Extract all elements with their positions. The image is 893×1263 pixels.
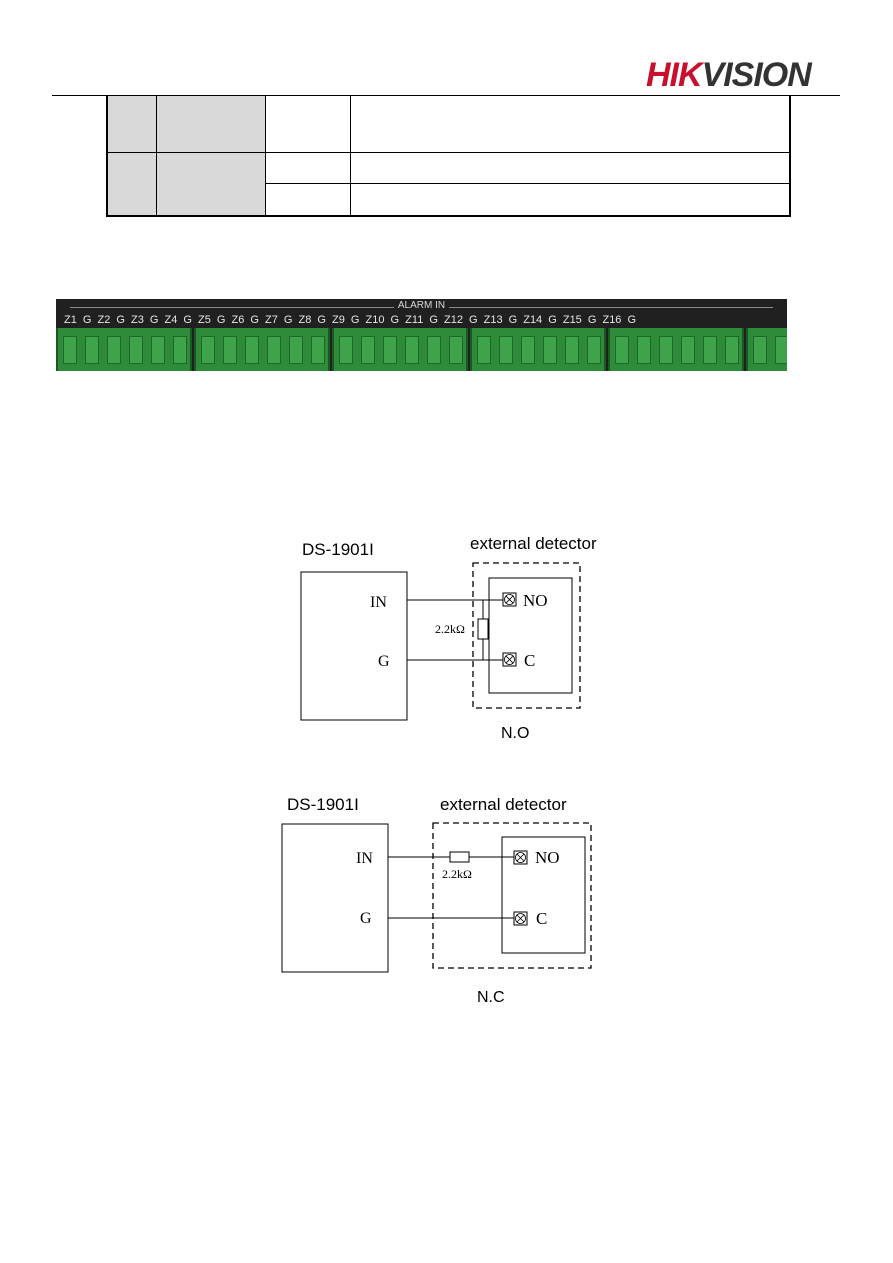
terminal-screw-slot — [85, 336, 99, 364]
resistor-symbol — [477, 618, 489, 640]
diagram-caption: N.C — [477, 989, 505, 1006]
in-label: IN — [370, 594, 387, 611]
no-label: NO — [523, 591, 548, 610]
c-label: C — [524, 651, 535, 670]
resistor-label: 2.2kΩ — [435, 622, 465, 636]
terminal-block — [470, 328, 606, 371]
terminal-block — [56, 328, 192, 371]
terminal-screw-slot — [63, 336, 77, 364]
c-terminal-icon — [502, 652, 517, 667]
no-terminal-icon — [502, 592, 517, 607]
device-box — [281, 823, 389, 973]
terminal-block — [608, 328, 744, 371]
resistor-symbol — [449, 851, 470, 863]
terminal-screw-slot — [477, 336, 491, 364]
terminal-screw-slot — [725, 336, 739, 364]
terminal-screw-slot — [659, 336, 673, 364]
table-cell — [265, 95, 351, 153]
in-label: IN — [356, 850, 373, 867]
terminal-screw-slot — [151, 336, 165, 364]
table-cell — [350, 152, 791, 184]
c-label: C — [536, 909, 547, 928]
detector-dashed-boundary — [472, 562, 581, 709]
table-cell — [106, 95, 157, 153]
terminal-screw-slot — [311, 336, 325, 364]
no-terminal-icon — [513, 850, 528, 865]
diagram-caption: N.O — [501, 725, 529, 742]
resistor-label: 2.2kΩ — [442, 867, 472, 881]
terminal-screw-slot — [383, 336, 397, 364]
terminal-screw-slot — [753, 336, 767, 364]
terminal-block — [746, 328, 787, 371]
terminal-screw-slot — [405, 336, 419, 364]
hikvision-logo: HIKVISION — [646, 56, 812, 94]
terminal-screw-slot — [427, 336, 441, 364]
terminal-screw-slot — [173, 336, 187, 364]
table-cell — [156, 95, 266, 153]
table-cell — [265, 152, 351, 184]
logo-part-hik: HIK — [646, 56, 703, 94]
terminal-labels: Z1 G Z2 G Z3 G Z4 G Z5 G Z6 G Z7 G Z8 G … — [64, 314, 637, 326]
g-label: G — [360, 910, 372, 927]
device-label: DS-1901I — [302, 540, 374, 559]
table-row — [106, 95, 791, 153]
terminal-screw-slot — [267, 336, 281, 364]
logo-part-vision: VISION — [701, 56, 812, 94]
terminal-title: ALARM IN — [56, 300, 787, 311]
terminal-screw-slot — [703, 336, 717, 364]
terminal-screw-slot — [543, 336, 557, 364]
spec-table — [106, 95, 791, 217]
terminal-screw-slot — [449, 336, 463, 364]
terminal-block — [332, 328, 468, 371]
terminal-screw-slot — [223, 336, 237, 364]
device-box — [300, 571, 408, 721]
table-row — [106, 152, 791, 216]
terminal-screw-slot — [499, 336, 513, 364]
terminal-block — [194, 328, 330, 371]
terminal-screw-slot — [681, 336, 695, 364]
terminal-screw-slot — [107, 336, 121, 364]
detector-dashed-boundary — [432, 822, 592, 969]
table-cell — [350, 183, 791, 216]
terminal-screw-slot — [521, 336, 535, 364]
device-label: DS-1901I — [287, 795, 359, 814]
c-terminal-icon — [513, 911, 528, 926]
table-cell — [265, 183, 351, 216]
terminal-screw-slot — [339, 336, 353, 364]
detector-label: external detector — [440, 795, 567, 814]
terminal-screw-slot — [587, 336, 601, 364]
detector-label: external detector — [470, 534, 597, 553]
terminal-screw-slot — [637, 336, 651, 364]
terminal-screw-slot — [129, 336, 143, 364]
table-cell — [156, 152, 266, 216]
detector-box — [488, 577, 573, 694]
terminal-screw-slot — [775, 336, 787, 364]
table-cell — [350, 95, 791, 153]
terminal-screw-slot — [565, 336, 579, 364]
terminal-screw-slot — [201, 336, 215, 364]
nc-wiring-diagram: DS-1901I external detector IN G 2.2kΩ NO… — [281, 795, 592, 1006]
no-label: NO — [535, 848, 560, 867]
alarm-in-terminal-photo: ALARM IN Z1 G Z2 G Z3 G Z4 G Z5 G Z6 G Z… — [56, 299, 787, 371]
terminal-screw-slot — [245, 336, 259, 364]
table-row — [107, 183, 791, 216]
terminal-screw-slot — [289, 336, 303, 364]
g-label: G — [378, 653, 390, 670]
table-cell — [106, 152, 157, 216]
detector-box — [501, 836, 586, 954]
terminal-screw-slot — [615, 336, 629, 364]
no-wiring-diagram: DS-1901I external detector IN G 2.2kΩ NO… — [300, 534, 597, 742]
terminal-screw-slot — [361, 336, 375, 364]
